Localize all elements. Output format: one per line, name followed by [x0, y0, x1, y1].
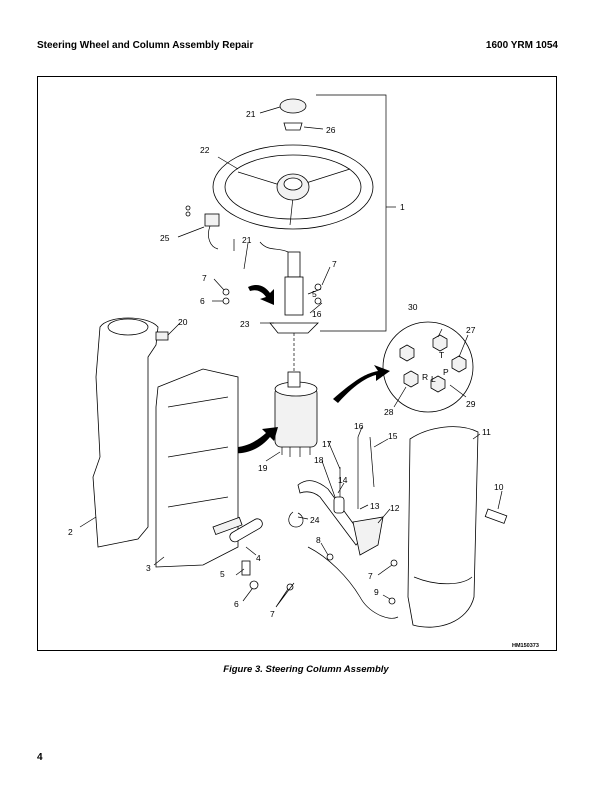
callout-6-bottom: 6 [234, 599, 239, 609]
figure-code: HM150373 [512, 643, 539, 649]
running-header-doc-number: 1600 YRM 1054 [485, 40, 558, 51]
callout-19: 19 [258, 463, 268, 473]
steering-control-unit [274, 371, 318, 457]
fastener-hardware [222, 283, 398, 605]
callout-23: 23 [240, 319, 250, 329]
horn-button [279, 98, 307, 131]
callout-27: 27 [466, 325, 476, 335]
horn-wiring-harness [185, 205, 220, 250]
callout-21-top: 21 [246, 109, 256, 119]
steering-column-exploded-diagram: T P L R [68, 94, 539, 649]
port-letter-r: R [422, 372, 428, 382]
column-support-frame [155, 368, 243, 568]
callout-10: 10 [494, 482, 504, 492]
callout-21-wire: 21 [242, 235, 252, 245]
steering-wheel [212, 144, 374, 230]
callout-7-bottom-left: 7 [270, 609, 275, 619]
callout-26: 26 [326, 125, 336, 135]
assembly-bracket-1 [316, 94, 387, 332]
right-cowl [407, 426, 479, 628]
left-cowl [92, 317, 169, 548]
callout-29: 29 [466, 399, 476, 409]
callout-7-bottom-right: 7 [368, 571, 373, 581]
arrow-to-control-unit [228, 427, 278, 454]
callout-17: 17 [322, 439, 332, 449]
callout-3: 3 [146, 563, 151, 573]
callout-7-right-top: 7 [332, 259, 337, 269]
lower-bracket [484, 508, 508, 524]
callout-8: 8 [316, 535, 321, 545]
callout-20: 20 [178, 317, 188, 327]
callout-2: 2 [68, 527, 73, 537]
figure-caption: Figure 3. Steering Column Assembly [223, 664, 389, 675]
callout-5-bottom: 5 [220, 569, 225, 579]
arrow-to-port-detail [333, 365, 390, 403]
tilt-rods-and-spring [333, 436, 375, 514]
pivot-pin [229, 518, 263, 543]
port-letter-p: P [443, 367, 449, 377]
arrow-to-column-mount [248, 284, 274, 305]
figure-frame: T P L R [37, 76, 557, 651]
callout-15: 15 [388, 431, 398, 441]
port-detail-view: T P L R [382, 321, 474, 413]
steering-column [259, 241, 319, 377]
callout-25: 25 [160, 233, 170, 243]
callout-leader-lines [79, 106, 503, 608]
callout-11: 11 [482, 427, 491, 437]
callout-30: 30 [408, 302, 418, 312]
callout-18: 18 [314, 455, 324, 465]
callout-24: 24 [310, 515, 320, 525]
callout-7-left-top: 7 [202, 273, 207, 283]
callout-12: 12 [390, 503, 400, 513]
callout-16-rod: 16 [354, 421, 364, 431]
callout-9: 9 [374, 587, 379, 597]
port-letter-t: T [439, 350, 444, 360]
callout-13: 13 [370, 501, 380, 511]
running-header-title: Steering Wheel and Column Assembly Repai… [37, 40, 254, 51]
callout-6-top: 6 [200, 296, 205, 306]
callout-5-top: 5 [312, 289, 317, 299]
callout-1: 1 [400, 202, 405, 212]
callout-14: 14 [338, 475, 348, 485]
port-letter-l: L [431, 374, 436, 384]
page-number: 4 [37, 752, 43, 763]
callout-4: 4 [256, 553, 261, 563]
callout-28: 28 [384, 407, 394, 417]
callout-22: 22 [200, 145, 210, 155]
callout-numbers: 21 26 22 1 25 21 7 6 23 7 5 16 20 30 27 … [68, 109, 504, 619]
callout-16-top: 16 [312, 309, 322, 319]
